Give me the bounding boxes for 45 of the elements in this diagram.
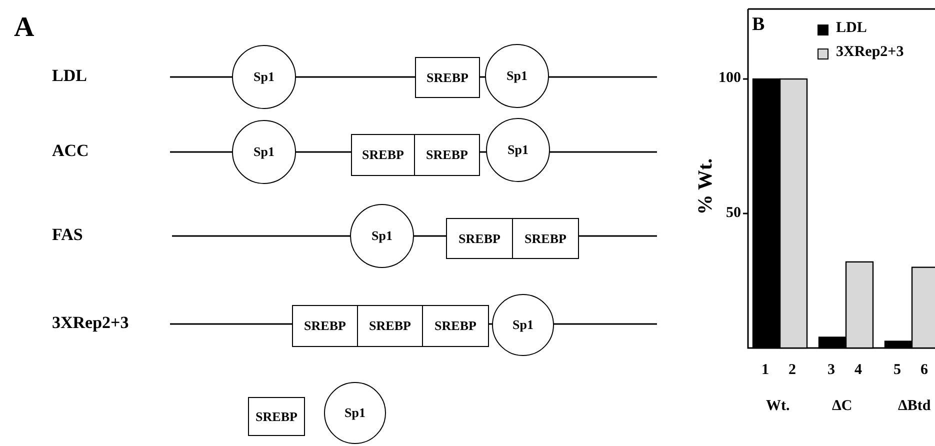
- binding-site-box: [422, 305, 489, 347]
- gene-name: FAS: [52, 225, 83, 245]
- group-label: ΔC: [832, 398, 852, 415]
- lane-number: 1: [762, 362, 769, 379]
- binding-site-box: [351, 134, 415, 176]
- panel-letter: B: [752, 14, 765, 36]
- site-label: Sp1: [508, 142, 528, 158]
- lane-number: 5: [894, 362, 901, 379]
- axis-title: % Wt.: [694, 158, 718, 215]
- tick-label: 100: [718, 70, 741, 87]
- panel-letter: A: [14, 12, 34, 44]
- site-label: Sp1: [372, 228, 392, 244]
- site-label: SREBP: [362, 147, 404, 163]
- site-label: SREBP: [304, 318, 346, 334]
- gene-name: LDL: [52, 66, 87, 86]
- legend-label: 3XRep2+3: [836, 44, 904, 61]
- site-label: Sp1: [512, 317, 534, 333]
- site-label: SREBP: [369, 318, 411, 334]
- site-label: Sp1: [344, 405, 366, 421]
- legend-label: LDL: [836, 20, 867, 37]
- site-label: Sp1: [506, 68, 528, 84]
- site-label: SREBP: [426, 70, 468, 86]
- group-label: ΔBtd: [898, 398, 931, 415]
- site-label: Sp1: [254, 69, 274, 85]
- lane-number: 4: [854, 362, 862, 379]
- binding-site-box: [414, 134, 480, 176]
- lane-number: 3: [828, 362, 835, 379]
- lane-number: 2: [788, 362, 796, 379]
- tick-label: 50: [726, 204, 741, 222]
- binding-site-box: [292, 305, 358, 347]
- lane-number: 6: [920, 362, 928, 379]
- binding-site-box: [248, 397, 305, 436]
- binding-site-box: [512, 218, 579, 259]
- gene-name: 3XRep2+3: [52, 313, 129, 333]
- binding-site-box: [446, 218, 513, 259]
- site-label: SREBP: [426, 147, 468, 163]
- site-label: Sp1: [254, 144, 274, 160]
- group-label: Wt.: [766, 398, 790, 415]
- binding-site-box: [415, 57, 480, 98]
- site-label: SREBP: [434, 318, 476, 334]
- site-label: SREBP: [256, 408, 298, 424]
- site-label: SREBP: [524, 230, 566, 246]
- site-label: SREBP: [458, 230, 500, 246]
- gene-name: ACC: [52, 141, 89, 161]
- binding-site-box: [357, 305, 423, 347]
